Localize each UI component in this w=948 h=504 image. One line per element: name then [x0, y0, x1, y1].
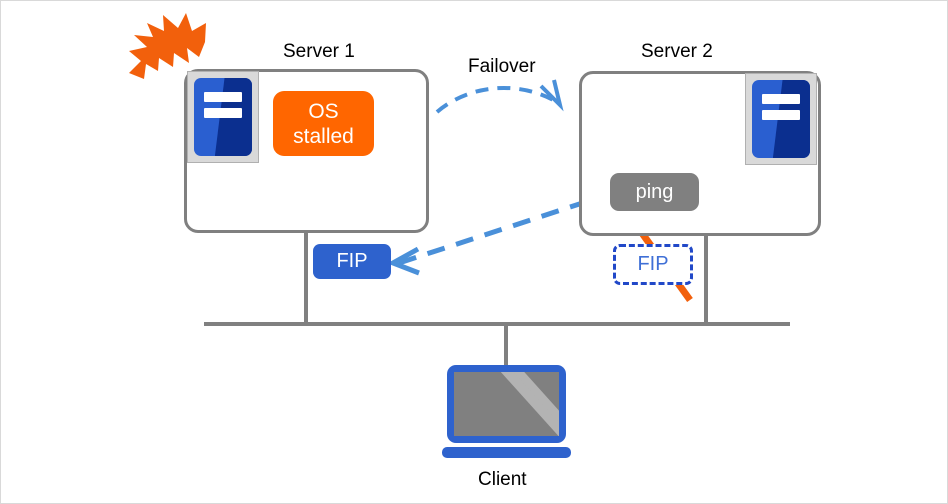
os-stalled-badge: OS stalled — [273, 91, 374, 156]
server-tower-bar-1a — [204, 92, 242, 103]
os-stalled-line1: OS — [308, 99, 339, 123]
server-tower-body-2 — [752, 80, 810, 158]
failover-arrow — [435, 86, 559, 114]
fip-ping-arrowhead-left — [387, 246, 420, 276]
server-tower-icon-2 — [745, 73, 817, 165]
server1-title: Server 1 — [283, 41, 355, 62]
fip-active-badge: FIP — [313, 244, 391, 279]
client-monitor-icon — [447, 365, 566, 443]
fip-inactive-badge: FIP — [613, 244, 693, 285]
client-screen — [454, 372, 559, 436]
server-tower-body-1 — [194, 78, 252, 156]
client-label: Client — [478, 469, 527, 490]
lightning-burst-icon — [129, 13, 206, 79]
server2-title: Server 2 — [641, 41, 713, 62]
client-monitor-base — [442, 447, 571, 458]
fip-ping-link — [398, 190, 614, 266]
server-tower-icon-1 — [187, 71, 259, 163]
os-stalled-line2: stalled — [293, 124, 354, 148]
ping-badge: ping — [610, 173, 699, 211]
server-tower-bar-2a — [762, 94, 800, 105]
failover-label: Failover — [468, 56, 536, 77]
failover-arrowhead — [539, 79, 564, 112]
server-tower-bar-1b — [204, 107, 242, 118]
server-tower-bar-2b — [762, 109, 800, 120]
